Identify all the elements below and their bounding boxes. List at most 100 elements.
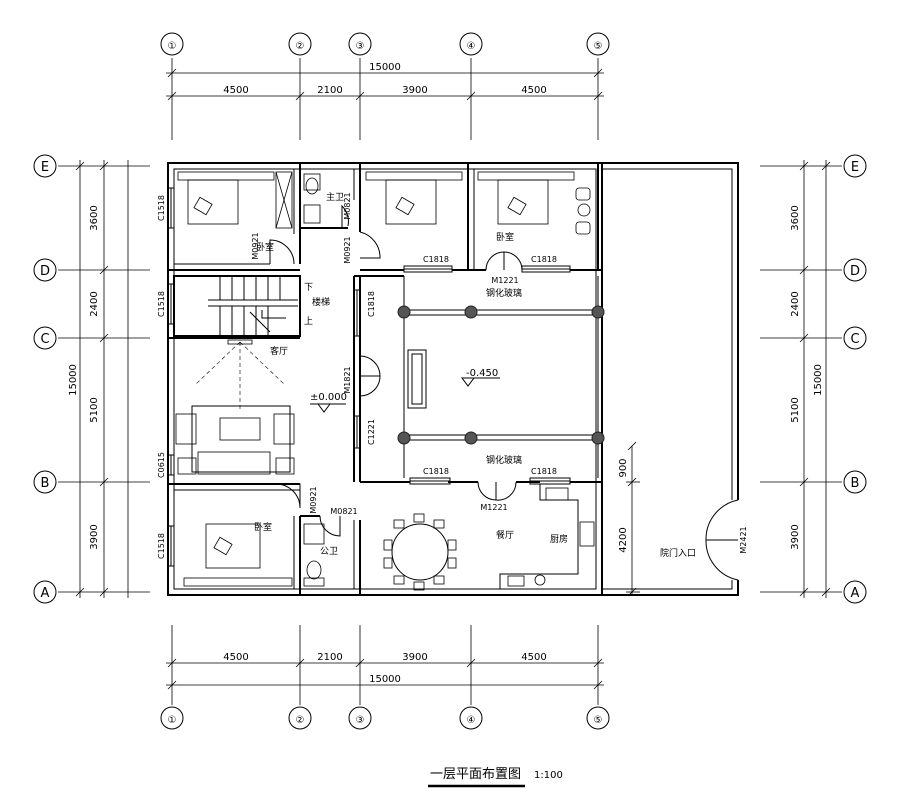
courtyard-column-3: [591, 305, 605, 319]
master-bath-fixtures: [303, 173, 321, 224]
lower-bedroom-furniture: [183, 523, 293, 587]
axis-bubble-right-C: C: [850, 332, 859, 347]
courtyard-column-4: [397, 431, 411, 445]
axis-bubble-bottom-4: ④: [467, 715, 476, 726]
window-tag-c1818-2: C1818: [531, 255, 557, 264]
window-tag-c1818-3: C1818: [423, 467, 449, 476]
door-tag-m0821-master: M0821: [343, 192, 352, 219]
door-tag-m1221-top: M1221: [491, 276, 518, 285]
kitchen-counter: [499, 484, 595, 589]
left-dim-span-3: 5100: [89, 397, 100, 422]
room-label-glass-bottom: 钢化玻璃: [486, 454, 522, 466]
courtyard-column-5: [464, 431, 478, 445]
courtyard-column-2: [464, 305, 478, 319]
bottom-dim-span-4: 4500: [521, 652, 546, 663]
axis-bubble-bottom-2: ②: [296, 715, 305, 726]
axis-bubble-left-C: C: [40, 332, 49, 347]
axis-bubble-top-3: ③: [356, 41, 365, 52]
axis-bubble-right-D: D: [850, 264, 860, 279]
room-label-glass-top: 钢化玻璃: [486, 287, 522, 299]
door-tag-m2421: M2421: [739, 526, 748, 553]
bedroom2-furniture: [365, 171, 463, 225]
room-label-dining: 餐厅: [496, 529, 514, 541]
window-tag-c1818-vertical: C1818: [367, 291, 376, 317]
axis-bubble-bottom-1: ①: [168, 715, 177, 726]
axis-bubble-top-2: ②: [296, 41, 305, 52]
room-label-yard-entry: 院门入口: [660, 547, 696, 559]
courtyard-planter: [407, 349, 427, 409]
left-dim-span-2: 2400: [89, 291, 100, 316]
window-tag-c1818-4: C1818: [531, 467, 557, 476]
level-mark-zero: ±0.000: [310, 392, 347, 403]
room-label-bedroom-2: 卧室: [254, 521, 272, 533]
window-tag-c1518-stair: C1518: [157, 291, 166, 317]
bottom-dim-span-2: 2100: [317, 652, 342, 663]
inner-dim-4200: 4200: [618, 527, 629, 552]
door-tag-m1821: M1821: [343, 366, 352, 393]
axis-bubble-left-A: A: [41, 586, 50, 601]
door-tag-m0921-bedroom-lower: M0921: [309, 486, 318, 513]
room-label-bedroom-1: 卧室: [256, 241, 274, 253]
bedroom3-furniture: [477, 171, 591, 235]
staircase: [208, 276, 298, 336]
door-tag-m0821-public: M0821: [330, 507, 357, 516]
glass-courtyard: [397, 276, 605, 478]
bottom-axis-group: 4500 2100 3900 4500 15000 ① ② ③ ④ ⑤: [160, 625, 610, 730]
top-dim-span-3: 3900: [402, 85, 427, 96]
left-dim-span-4: 3900: [89, 524, 100, 549]
axis-bubble-left-E: E: [41, 160, 49, 175]
axis-bubble-left-B: B: [41, 476, 50, 491]
right-dim-span-4: 3900: [790, 524, 801, 549]
axis-bubble-bottom-5: ⑤: [594, 715, 603, 726]
courtyard-column-6: [591, 431, 605, 445]
axis-bubble-right-A: A: [851, 586, 860, 601]
left-axis-group: 15000 3600 2400 5100 3900 E D C B A: [33, 154, 150, 604]
doors: [269, 204, 739, 581]
axis-bubble-right-E: E: [851, 160, 859, 175]
room-label-master-bath: 主卫: [326, 191, 344, 203]
room-label-public-bath: 公卫: [320, 546, 338, 557]
drawing-scale: 1:100: [534, 770, 563, 781]
level-mark-courtyard: -0.450: [466, 368, 498, 379]
door-tag-m0921-bedroom1: M0921: [251, 232, 260, 259]
stair-up-label: 上: [304, 316, 313, 327]
inner-dim-900: 900: [618, 458, 629, 477]
right-dim-span-1: 3600: [790, 205, 801, 230]
bottom-dim-span-3: 3900: [402, 652, 427, 663]
right-dim-span-3: 5100: [790, 397, 801, 422]
axis-bubble-bottom-3: ③: [356, 715, 365, 726]
top-axis-group: 15000 4500 2100 3900 4500 ① ② ③ ④ ⑤: [160, 32, 610, 140]
inner-vertical-dims: [626, 441, 640, 597]
windows: [167, 187, 571, 567]
dining-table: [383, 513, 457, 591]
right-dim-total: 15000: [813, 364, 824, 396]
window-tag-c1518-bottom: C1518: [157, 533, 166, 559]
axis-bubble-top-4: ④: [467, 41, 476, 52]
room-label-kitchen: 厨房: [550, 533, 568, 545]
public-bath-fixtures: [303, 523, 325, 587]
bedroom1-furniture: [177, 171, 293, 229]
door-tag-m0921-bedroom2: M0921: [343, 236, 352, 263]
top-dim-span-1: 4500: [223, 85, 248, 96]
bottom-dim-span-1: 4500: [223, 652, 248, 663]
door-tag-m1221-bottom: M1221: [480, 503, 507, 512]
axis-bubble-top-5: ⑤: [594, 41, 603, 52]
bottom-dim-total: 15000: [369, 674, 401, 685]
axis-bubble-right-B: B: [851, 476, 860, 491]
axis-bubble-top-1: ①: [168, 41, 177, 52]
left-dim-span-1: 3600: [89, 205, 100, 230]
window-tag-c0615: C0615: [157, 452, 166, 478]
window-tag-c1518-top: C1518: [157, 195, 166, 221]
window-tag-c1818-1: C1818: [423, 255, 449, 264]
right-axis-group: 3600 2400 5100 3900 15000 E D C B A: [760, 154, 867, 604]
drawing-title: 一层平面布置图: [430, 767, 521, 782]
courtyard-column-1: [397, 305, 411, 319]
living-room-furniture: [175, 339, 295, 475]
right-dim-span-2: 2400: [790, 291, 801, 316]
stair-label: 楼梯: [312, 296, 330, 308]
room-label-bedroom-3: 卧室: [496, 231, 514, 243]
axis-bubble-left-D: D: [40, 264, 50, 279]
top-dim-total: 15000: [369, 62, 401, 73]
top-dim-span-4: 4500: [521, 85, 546, 96]
